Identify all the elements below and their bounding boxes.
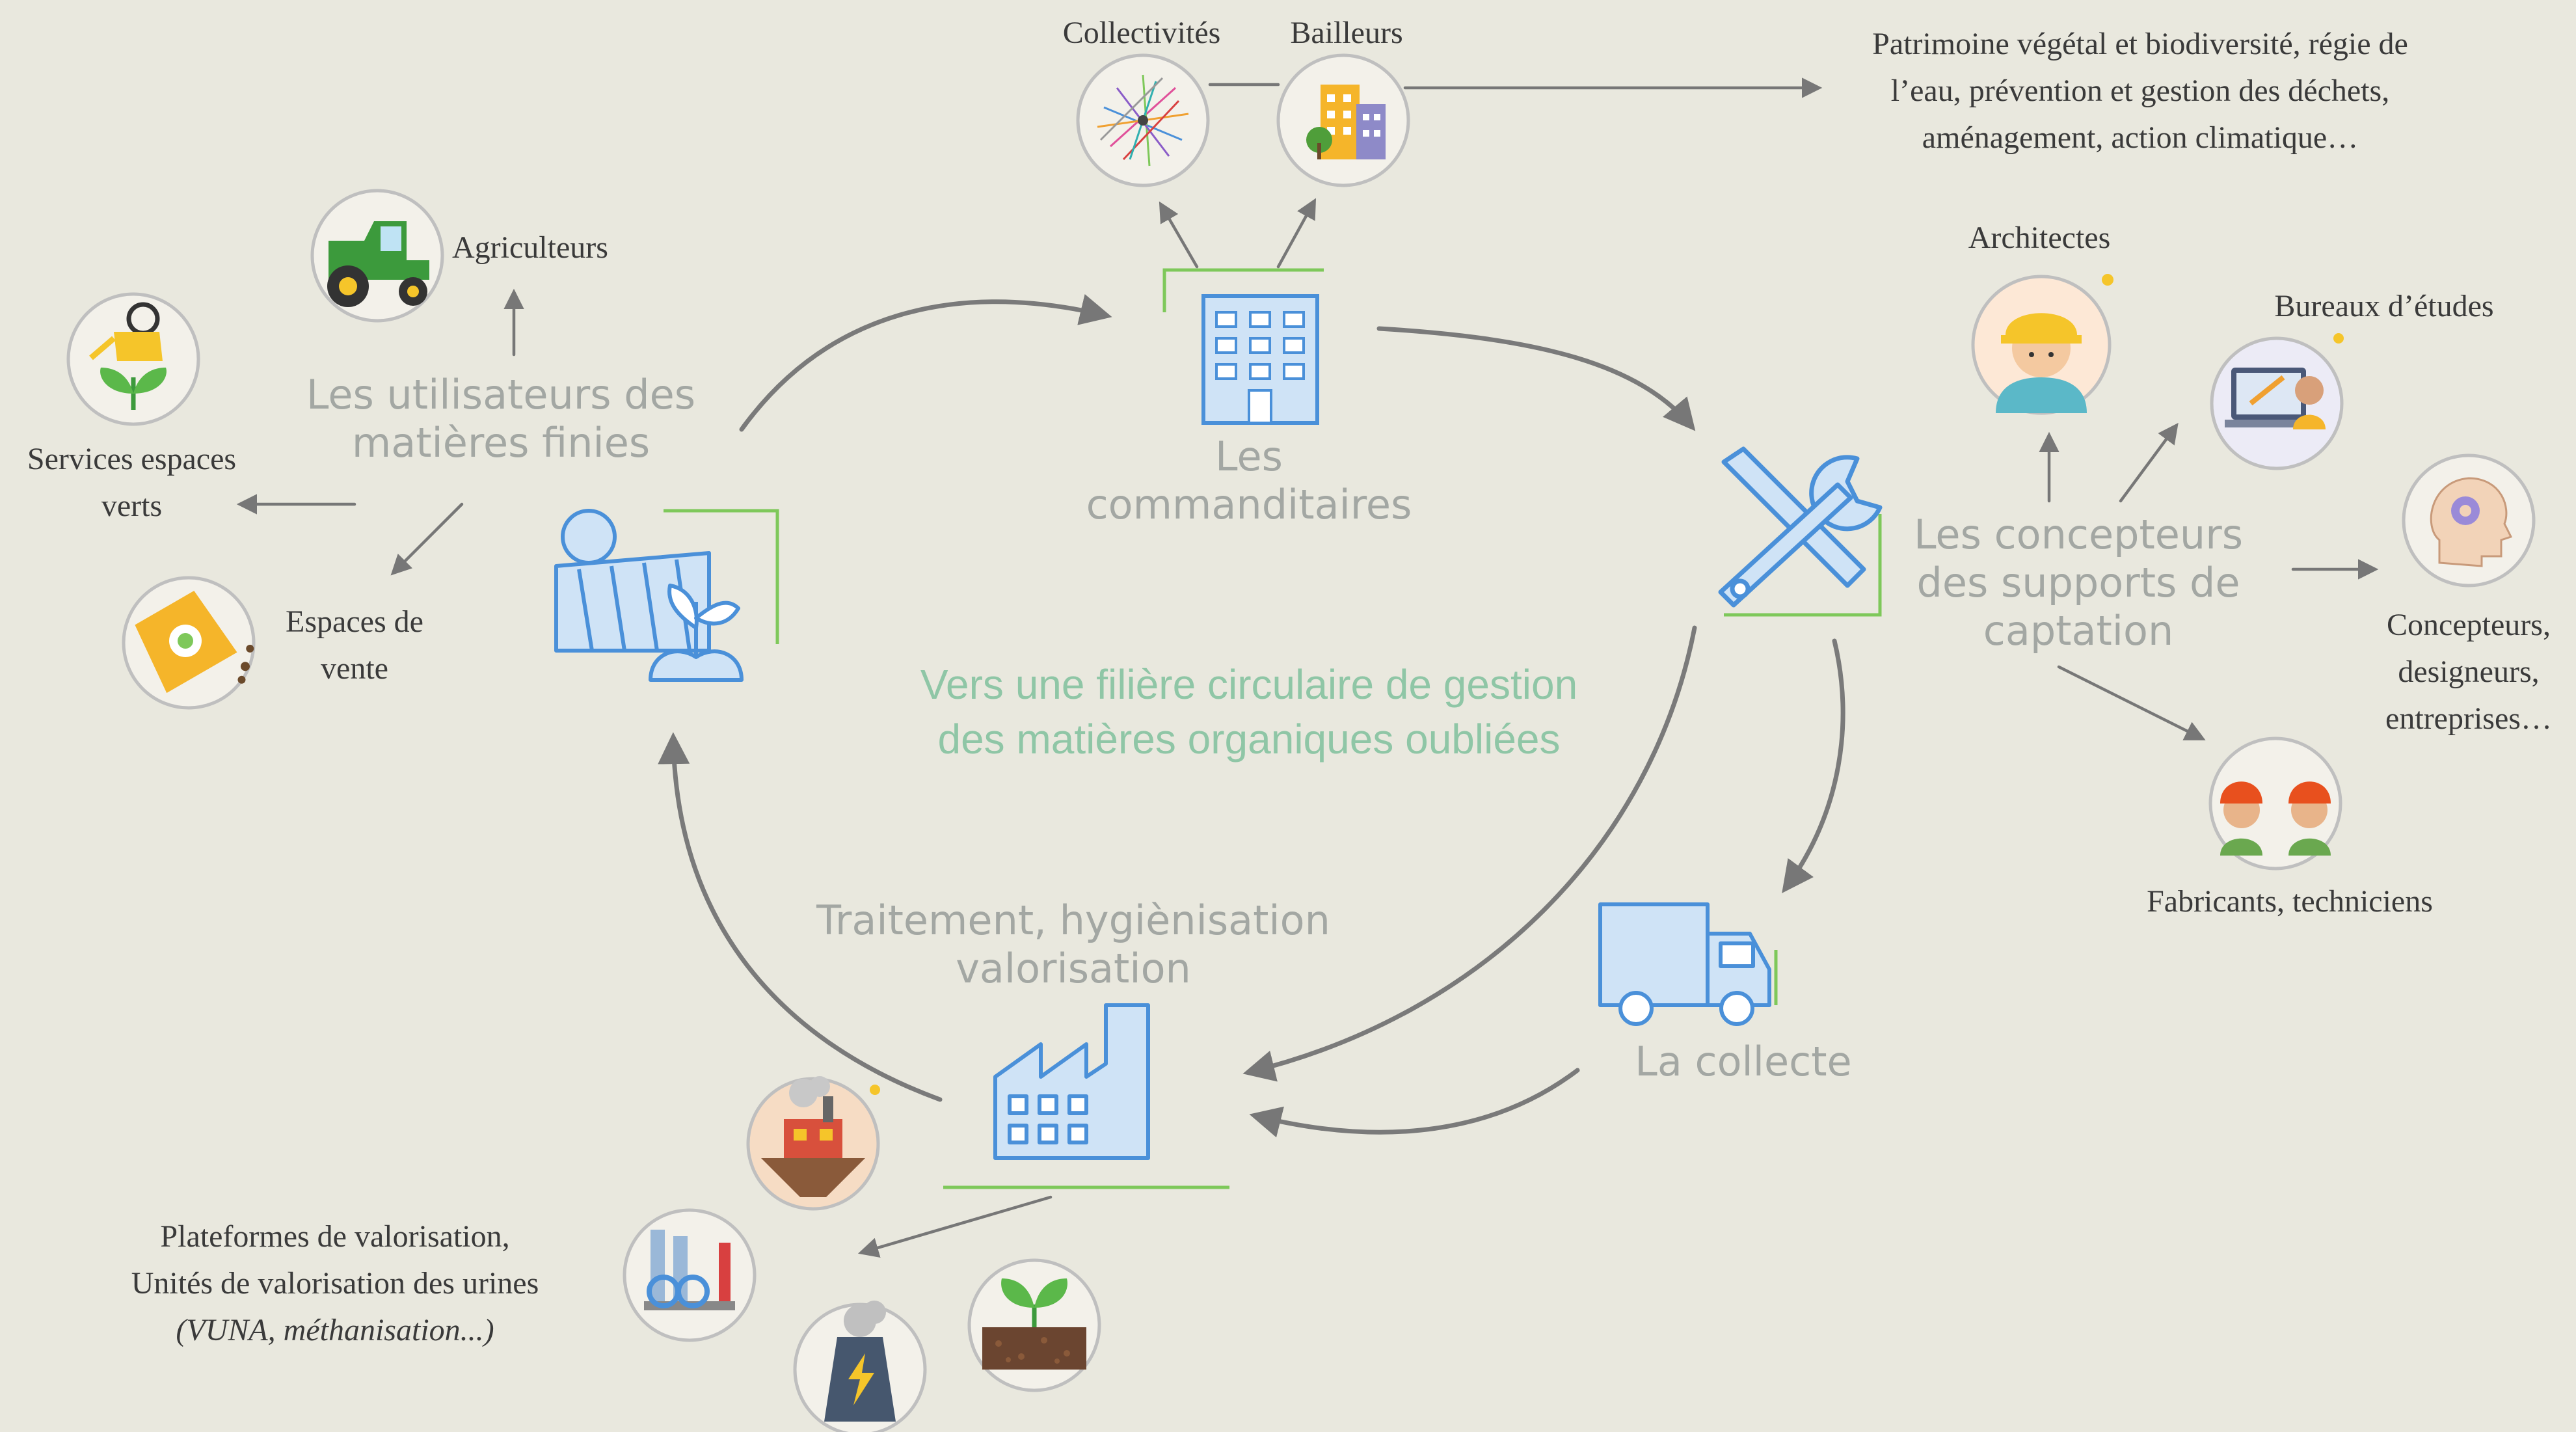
hub-collecte-line-1: La collecte [1635,1038,1852,1085]
plateformes-line-1: Plateformes de valorisation, [160,1219,510,1254]
hub-concepteurs-line-3: captation [1983,607,2174,655]
green-bracket-concepteurs [1724,514,1882,617]
hub-traitement-line-1: Traitement, hygiènisation [816,897,1330,944]
cycle-arrow-traitement-to-utilisateurs [658,732,943,1102]
fabricants-circle [2208,736,2342,871]
hub-concepteurs-label: Les concepteurs des supports de captatio… [1873,511,2283,655]
hub-concepteurs-line-2: des supports de [1916,559,2240,606]
title-line-1: Vers une filière circulaire de gestion [920,661,1578,708]
patrimoine-line-1: Patrimoine végétal et biodiversité, régi… [1872,27,2408,61]
architect-hardhat-icon [1996,313,2087,413]
hub-commanditaires-label: Les commanditaires [1041,433,1457,529]
branch-arrow-to-bailleurs [1276,198,1317,269]
patrimoine-label: Patrimoine végétal et biodiversité, régi… [1802,21,2478,161]
hub-traitement-line-2: valorisation [956,945,1191,992]
hub-commanditaires-line-1: Les [1215,433,1283,480]
green-bracket-utilisateurs [664,509,779,644]
patrimoine-line-2: l’eau, prévention et gestion des déchets… [1890,74,2390,108]
branch-arrow-to-collectivites [1159,201,1199,269]
hub-utilisateurs-line-2: matières finies [351,419,651,466]
water-treatment-plant-icon [644,1230,735,1310]
cycle-arrow-collecte-to-traitement [1249,1068,1580,1138]
delivery-truck-icon [1598,902,1771,1026]
head-gear-icon [2430,477,2513,567]
plant-floating-island-icon [761,1076,865,1197]
plateformes-label: Plateformes de valorisation, Unités de v… [72,1213,598,1354]
bailleurs-label: Bailleurs [1290,16,1403,50]
services-line-1: Services espaces [27,442,237,476]
hub-commanditaires-line-2: commanditaires [1086,481,1412,528]
architectes-label: Architectes [1968,221,2111,255]
cycle-arrow-commanditaires-to-concepteurs [1376,326,1696,431]
cycle-arrow-utilisateurs-to-commanditaires [739,294,1112,432]
espaces-line-1: Espaces de [286,604,423,639]
concepteurs-line-2: designeurs, [2398,655,2540,689]
hub-utilisateurs-label: Les utilisateurs des matières finies [273,371,729,467]
diagram-title: Vers une filière circulaire de gestion d… [768,657,1730,766]
collectivites-label: Collectivités [1062,16,1221,50]
workers-helmets-icon [2220,781,2331,856]
watering-can-plant-icon [89,302,167,410]
green-bracket-commanditaires [1162,268,1324,312]
decorative-dot [2333,333,2344,344]
hub-utilisateurs-line-1: Les utilisateurs des [306,371,696,418]
tractor-icon [327,221,429,307]
branch-arrow-to-fabricants [2057,665,2206,740]
hub-concepteurs-line-1: Les concepteurs [1913,511,2244,558]
factory-icon [993,1003,1150,1160]
concepteurs-line-1: Concepteurs, [2387,608,2551,642]
office-building-icon [1201,294,1319,425]
concepteurs-line-3: entreprises… [2385,701,2552,736]
plateformes-line-3: (VUNA, méthanisation...) [176,1313,494,1347]
biogas-energy-icon [824,1301,896,1422]
espaces-de-vente-label: Espaces de vente [254,599,455,692]
engineer-laptop-icon [2225,368,2326,429]
decorative-dot [870,1085,880,1095]
fabricants-label: Fabricants, techniciens [2147,884,2433,919]
espaces-line-2: vente [321,651,388,686]
services-line-2: verts [101,489,163,523]
cycle-arrow-concepteurs-to-traitement [1242,625,1697,1082]
title-line-2: des matières organiques oubliées [937,716,1561,763]
agriculteurs-label: Agriculteurs [452,230,608,265]
plateformes-line-2: Unités de valorisation des urines [131,1266,539,1301]
decorative-dot [2102,274,2113,286]
apartment-buildings-icon [1306,85,1386,159]
concepteurs-designeurs-label: Concepteurs, designeurs, entreprises… [2361,602,2576,742]
network-graph-icon [1097,74,1189,167]
hub-traitement-label: Traitement, hygiènisation valorisation [781,897,1366,993]
branch-arrow-to-espaces-de-vente [390,502,464,576]
tools-wrench-screwdriver-icon [1718,446,1883,608]
solar-field-plant-icon [554,509,744,682]
soil-sprout-icon [982,1278,1086,1370]
branch-arrow-to-plateformes [857,1195,1053,1258]
bureaux-label: Bureaux d’études [2274,289,2494,323]
branch-arrow-to-bureaux [2119,422,2179,503]
seed-bag-icon [135,591,254,694]
cycle-arrow-concepteurs-to-collecte [1782,638,1845,893]
services-espaces-verts-label: Services espaces verts [0,436,263,530]
hub-collecte-label: La collecte [1581,1038,1906,1086]
patrimoine-line-3: aménagement, action climatique… [1922,120,2359,155]
